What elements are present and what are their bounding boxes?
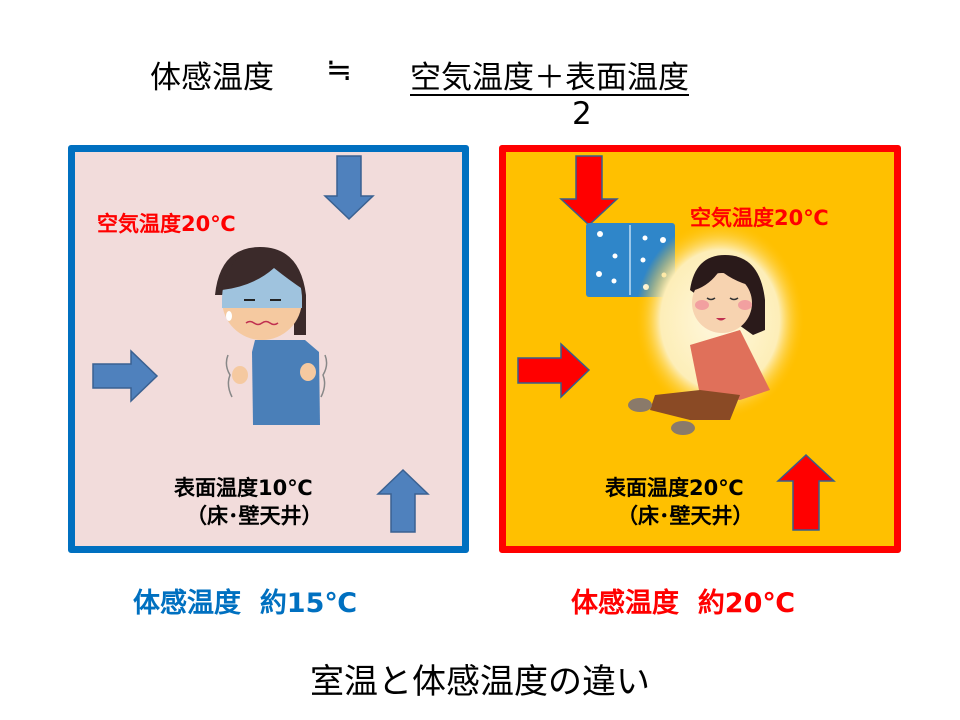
arrow-down-icon xyxy=(323,155,375,221)
slide-caption: 室温と体感温度の違い xyxy=(310,662,650,702)
cold-surface-note: （床･壁天井） xyxy=(186,504,323,528)
formula-denominator: 2 xyxy=(572,96,592,132)
cold-result: 体感温度 約15℃ xyxy=(133,581,357,620)
formula-lhs: 体感温度 xyxy=(150,60,274,96)
arrow-right-icon xyxy=(517,342,591,399)
cold-surface-temp-label: 表面温度10℃ xyxy=(174,476,313,500)
cold-result-label: 体感温度 xyxy=(133,588,241,619)
cold-air-temp-label: 空気温度20℃ xyxy=(97,212,236,236)
arrow-right-icon xyxy=(92,349,159,403)
warm-result: 体感温度 約20℃ xyxy=(571,581,795,620)
arrow-up-icon xyxy=(376,468,430,533)
warm-result-label: 体感温度 xyxy=(571,588,679,619)
warm-surface-temp-label: 表面温度20℃ xyxy=(605,476,744,500)
warm-surface-note: （床･壁天井） xyxy=(617,504,754,528)
warm-result-value: 約20℃ xyxy=(697,588,796,619)
approx-symbol: ≒ xyxy=(326,52,353,88)
arrow-up-icon xyxy=(776,453,836,531)
relaxed-person-icon xyxy=(628,220,805,435)
warm-air-temp-label: 空気温度20℃ xyxy=(690,206,829,230)
shivering-person-icon xyxy=(215,247,328,425)
arrow-down-icon xyxy=(559,155,619,227)
formula-numerator: 空気温度＋表面温度 xyxy=(410,60,689,96)
cold-result-value: 約15℃ xyxy=(259,588,358,619)
